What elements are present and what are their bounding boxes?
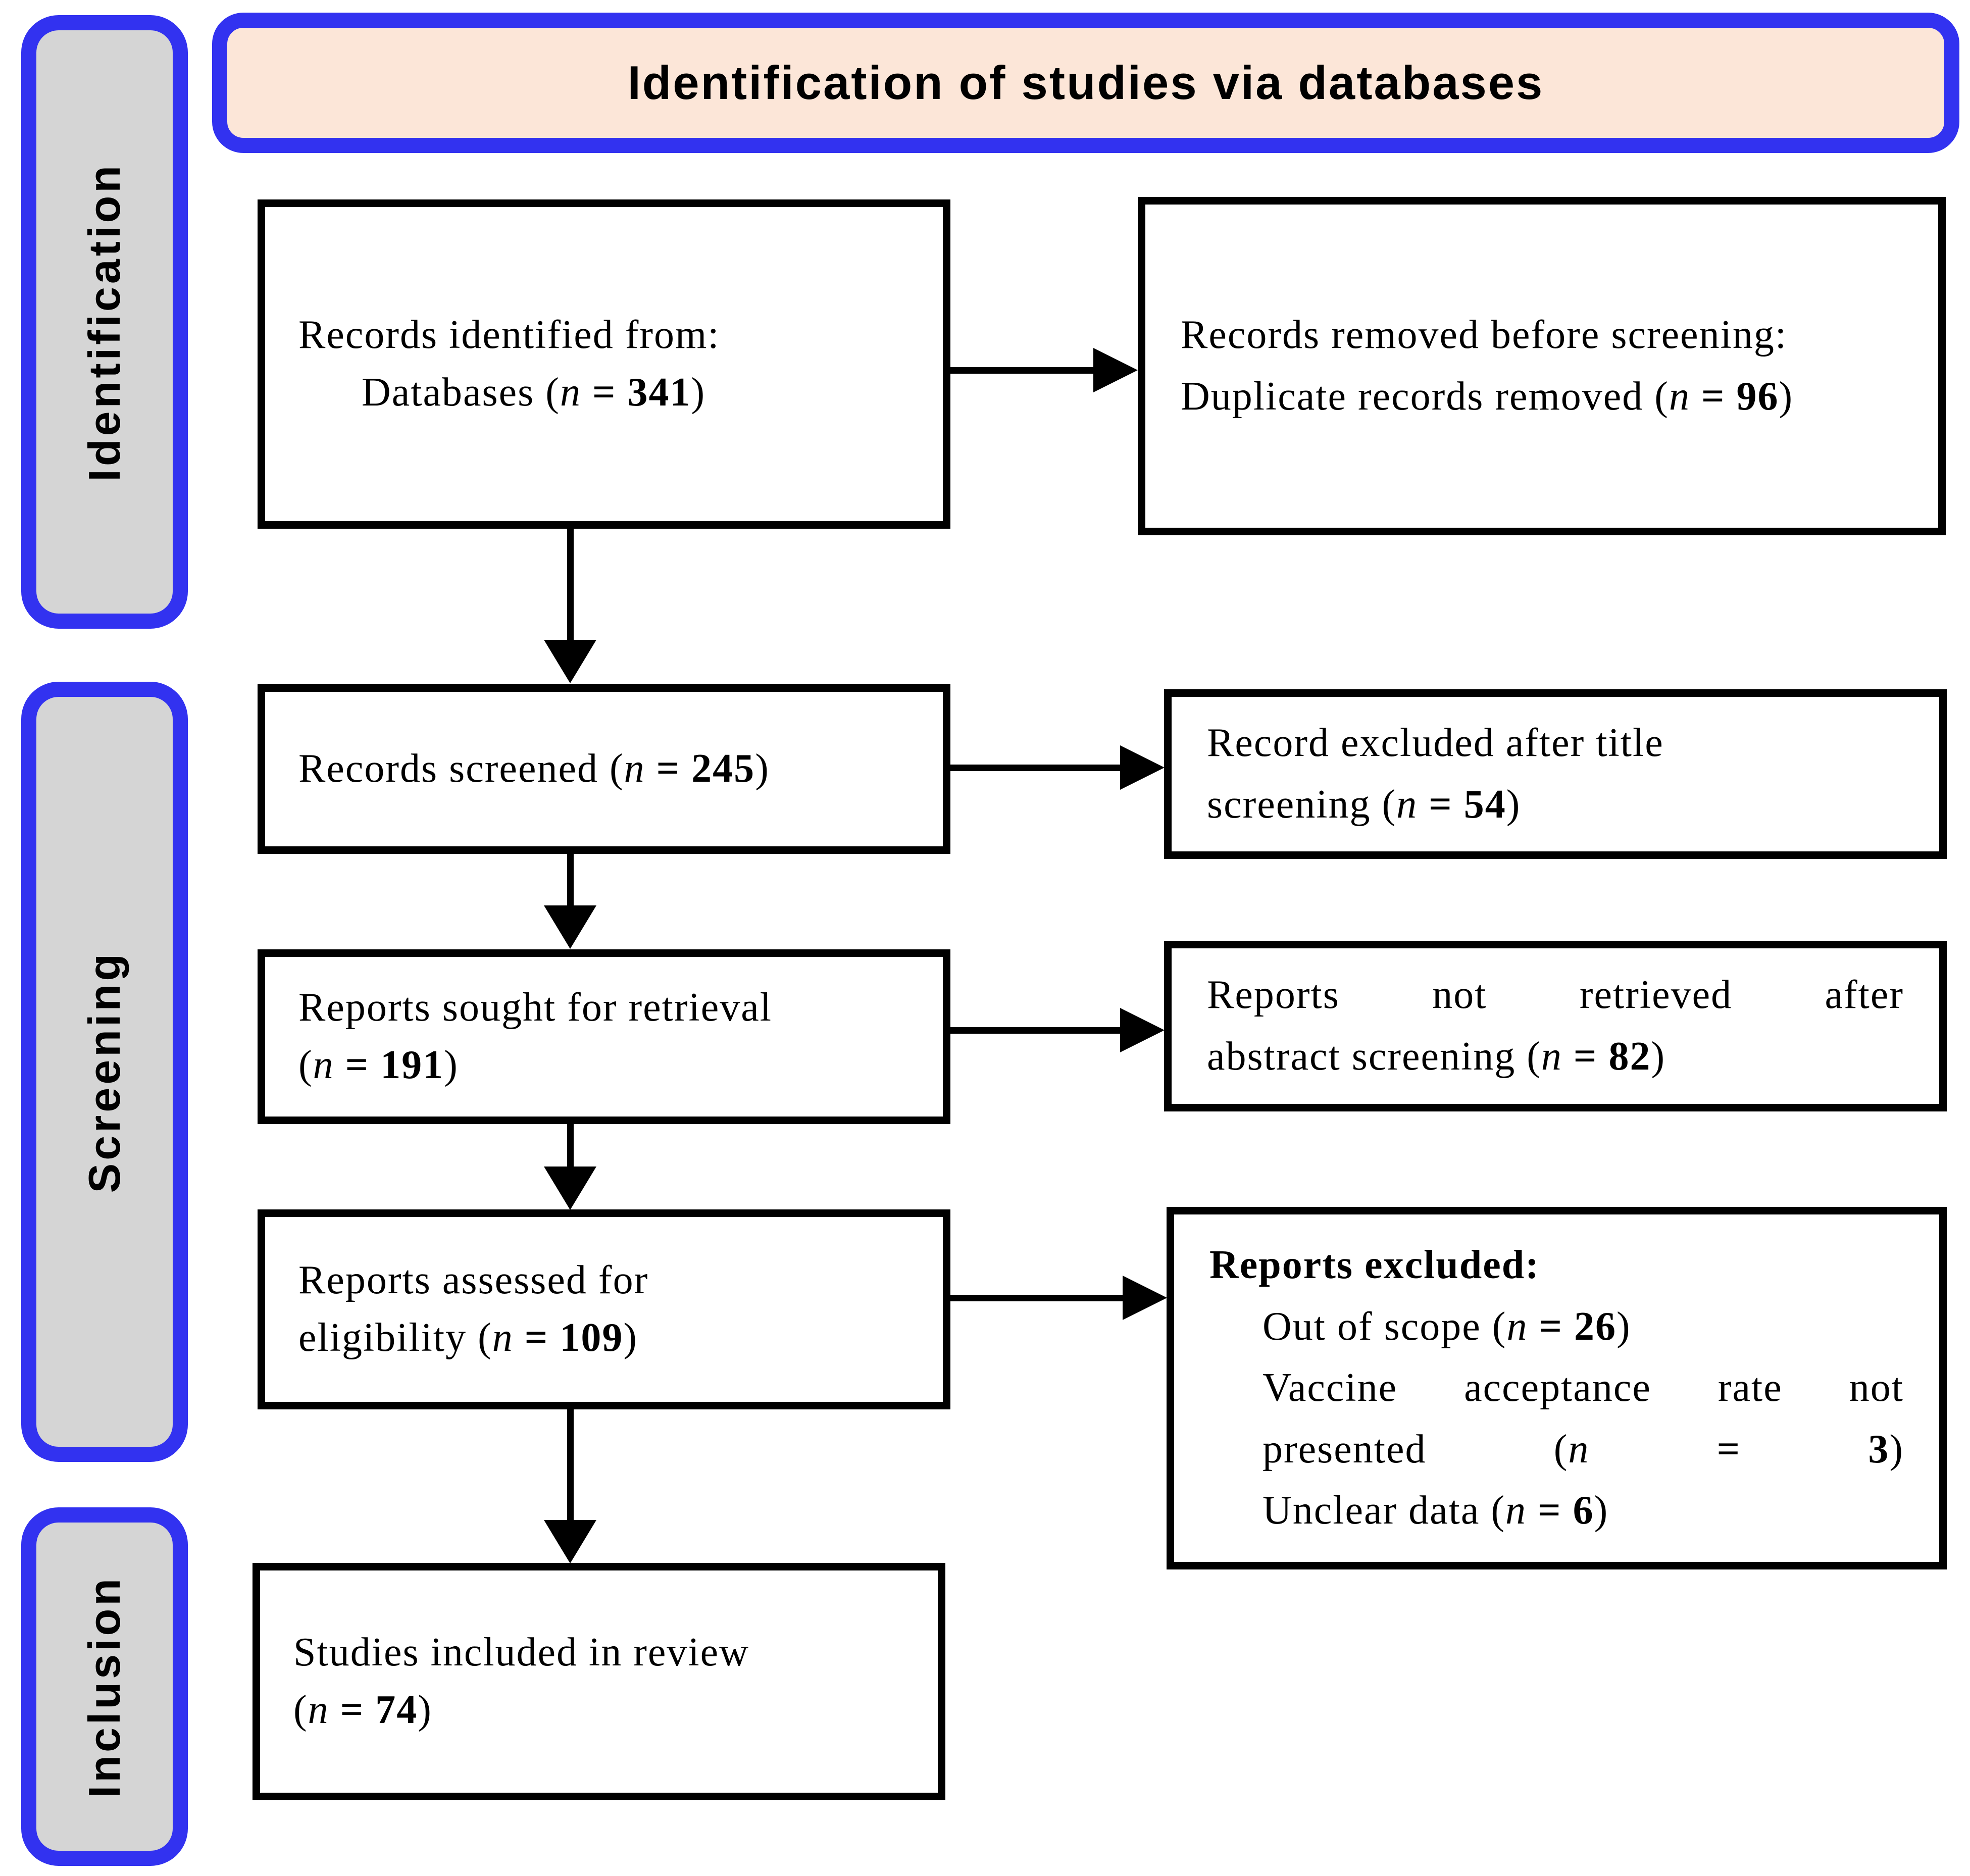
arrow-down-icon <box>544 905 596 949</box>
arrow-identified-to-screened-stem <box>567 529 574 640</box>
stage-label-screening: Screening <box>79 950 129 1193</box>
box-text-line: Reports sought for retrieval <box>298 985 772 1030</box>
box-reports-assessed: Reports assessed for eligibility (n = 10… <box>258 1209 950 1409</box>
box-records-identified: Records identified from: Databases (n = … <box>258 199 950 529</box>
excluded-reason-item: Unclear data (n = 6) <box>1262 1488 1609 1533</box>
box-text-line: screening (n = 54) <box>1207 782 1521 827</box>
box-reports-not-retrieved: Reports not retrieved after abstract scr… <box>1164 941 1947 1111</box>
box-records-removed: Records removed before screening: Duplic… <box>1138 197 1946 535</box>
arrow-assessed-to-included-stem <box>567 1409 574 1520</box>
arrow-screened-to-sought-stem <box>567 854 574 905</box>
arrow-screened-to-excluded-stem <box>950 765 1120 771</box>
arrow-sought-to-not-retrieved-stem <box>950 1027 1120 1034</box>
box-text-line: Studies included in review <box>293 1630 749 1675</box>
box-text-line: eligibility (n = 109) <box>298 1315 638 1360</box>
box-text-line: (n = 74) <box>293 1688 432 1732</box>
arrow-down-icon <box>544 640 596 683</box>
stage-label-identification: Identification <box>79 162 129 482</box>
box-reports-sought: Reports sought for retrieval (n = 191) <box>258 949 950 1124</box>
excluded-reason-item: Vaccine acceptance rate not presented (n… <box>1262 1365 1904 1472</box>
arrow-right-icon <box>1120 745 1165 790</box>
header-banner: Identification of studies via databases <box>212 13 1959 153</box>
box-text-line: Records identified from: <box>298 313 720 358</box>
excluded-reason-item: Out of scope (n = 26) <box>1262 1304 1631 1349</box>
box-text-line: Reports assessed for <box>298 1258 649 1303</box>
arrow-sought-to-assessed-stem <box>567 1124 574 1167</box>
box-text-line: Records screened (n = 245) <box>298 746 770 791</box>
box-text-line: Databases (n = 341) <box>362 370 706 415</box>
page-title: Identification of studies via databases <box>627 56 1544 109</box>
box-text-line: (n = 191) <box>298 1043 459 1087</box>
box-record-excluded-after-title: Record excluded after title screening (n… <box>1164 689 1947 859</box>
box-text-line: Record excluded after title <box>1207 721 1664 766</box>
arrow-right-icon <box>1120 1008 1165 1052</box>
arrow-right-icon <box>1093 348 1138 392</box>
box-studies-included: Studies included in review (n = 74) <box>252 1563 945 1800</box>
box-text-line: Reports not retrieved after <box>1207 973 1904 1018</box>
box-records-screened: Records screened (n = 245) <box>258 684 950 854</box>
stage-box-identification: Identification <box>21 15 188 629</box>
box-title-line: Reports excluded: <box>1209 1243 1540 1288</box>
box-text-line: Duplicate records removed (n = 96) <box>1181 374 1794 419</box>
box-text-line: Records removed before screening: <box>1181 313 1788 358</box>
arrow-right-icon <box>1123 1276 1167 1320</box>
stage-label-inclusion: Inclusion <box>79 1575 129 1798</box>
arrow-assessed-to-excluded-stem <box>950 1295 1123 1301</box>
stage-box-inclusion: Inclusion <box>21 1507 188 1866</box>
arrow-down-icon <box>544 1520 596 1563</box>
arrow-down-icon <box>544 1167 596 1210</box>
stage-box-screening: Screening <box>21 682 188 1462</box>
box-reports-excluded: Reports excluded: Out of scope (n = 26) … <box>1167 1207 1947 1569</box>
box-text-line: abstract screening (n = 82) <box>1207 1034 1666 1079</box>
arrow-identified-to-removed-stem <box>950 367 1093 374</box>
